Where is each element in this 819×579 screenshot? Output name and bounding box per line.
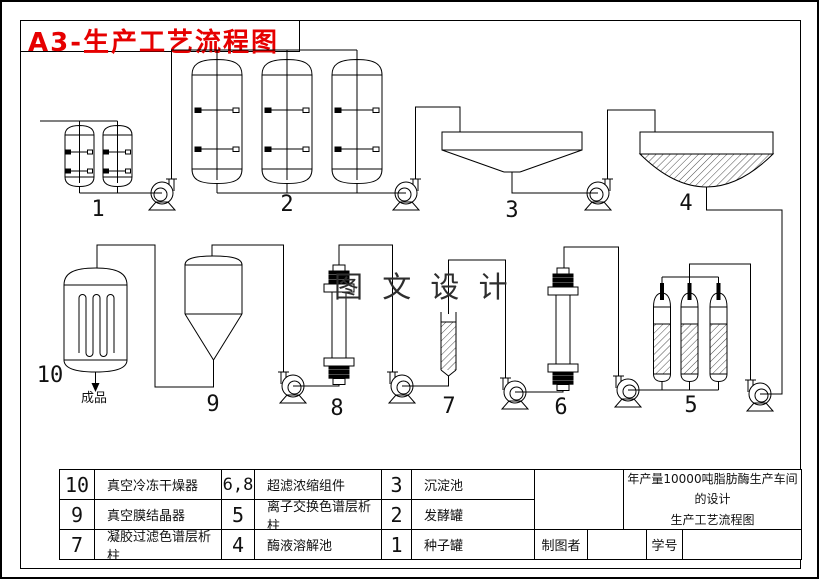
- legend-num: 6,8: [222, 470, 255, 500]
- centrifugal-pump-1: [148, 178, 178, 211]
- drafter-label-cell: 制图者: [535, 530, 588, 560]
- project-line1: 年产量10000吨脂肪酶生产车间的设计: [627, 471, 798, 507]
- ion-exchange-columns: [653, 283, 728, 383]
- equipment-label-3: 3: [505, 198, 519, 223]
- watermark-text: 图 文 设 计: [334, 270, 513, 304]
- equipment-label-6: 6: [554, 395, 568, 420]
- gel-filtration-column: [440, 312, 457, 377]
- centrifugal-pump-5: [612, 375, 642, 408]
- centrifugal-pump-2: [392, 178, 422, 211]
- vacuum-freeze-dryer: [63, 267, 128, 373]
- project-line2: 生产工艺流程图: [670, 512, 755, 527]
- legend-num: 7: [60, 530, 95, 560]
- seed-tanks: [64, 124, 133, 188]
- equipment-label-5: 5: [684, 393, 698, 418]
- equipment-label-9: 9: [206, 392, 220, 417]
- enzyme-dissolving-tank: [638, 131, 775, 188]
- legend-name: 真空冷冻干燥器: [95, 470, 222, 500]
- freeze-dryer-coil: [78, 294, 115, 357]
- equipment-label-8: 8: [330, 396, 344, 421]
- centrifugal-pump-4: [744, 379, 774, 412]
- sedimentation-tank: [441, 131, 583, 173]
- legend-name: 种子罐: [412, 530, 535, 560]
- product-label: 成品: [80, 391, 108, 406]
- legend-num: 4: [222, 530, 255, 560]
- ultrafiltration-module-8: [323, 264, 355, 385]
- legend-name: 沉淀池: [412, 470, 535, 500]
- vacuum-membrane-crystallizer: [184, 255, 243, 361]
- equipment-label-2: 2: [280, 192, 294, 217]
- legend-name: 凝胶过滤色谱层析柱: [95, 530, 222, 560]
- equipment-label-10: 10: [36, 363, 64, 388]
- centrifugal-pump-8: [277, 371, 307, 404]
- legend-name: 超滤浓缩组件: [255, 470, 382, 500]
- project-title-cell: 年产量10000吨脂肪酶生产车间的设计 生产工艺流程图: [624, 470, 802, 530]
- legend-num: 1: [382, 530, 412, 560]
- equipment-label-7: 7: [442, 394, 456, 419]
- centrifugal-pump-3: [584, 178, 614, 211]
- legend-name: 发酵罐: [412, 500, 535, 530]
- legend-name: 真空膜结晶器: [95, 500, 222, 530]
- product-outlet-arrow: [91, 383, 100, 392]
- drafter-value-cell: [588, 530, 647, 560]
- equipment-label-1: 1: [91, 197, 105, 222]
- student-id-value-cell: [683, 530, 802, 560]
- legend-name: 酶液溶解池: [255, 530, 382, 560]
- fermenters: [191, 58, 383, 185]
- sheet-title: A3-生产工艺流程图: [28, 28, 280, 58]
- sheet-title-box: A3-生产工艺流程图: [20, 20, 300, 58]
- legend-num: 9: [60, 500, 95, 530]
- legend-num: 2: [382, 500, 412, 530]
- drawing-inner-frame: [20, 20, 801, 569]
- equipment-label-4: 4: [679, 191, 693, 216]
- legend-num: 10: [60, 470, 95, 500]
- legend-table: 10 真空冷冻干燥器 6,8 超滤浓缩组件 3 沉淀池 年产量10000吨脂肪酶…: [59, 469, 802, 560]
- centrifugal-pump-7: [386, 371, 416, 404]
- legend-num: 3: [382, 470, 412, 500]
- title-block-empty-cell: [535, 470, 624, 530]
- centrifugal-pump-6: [499, 377, 529, 410]
- legend-name: 离子交换色谱层析柱: [255, 500, 382, 530]
- legend-num: 5: [222, 500, 255, 530]
- student-id-label-cell: 学号: [647, 530, 683, 560]
- ultrafiltration-module-6: [547, 267, 579, 391]
